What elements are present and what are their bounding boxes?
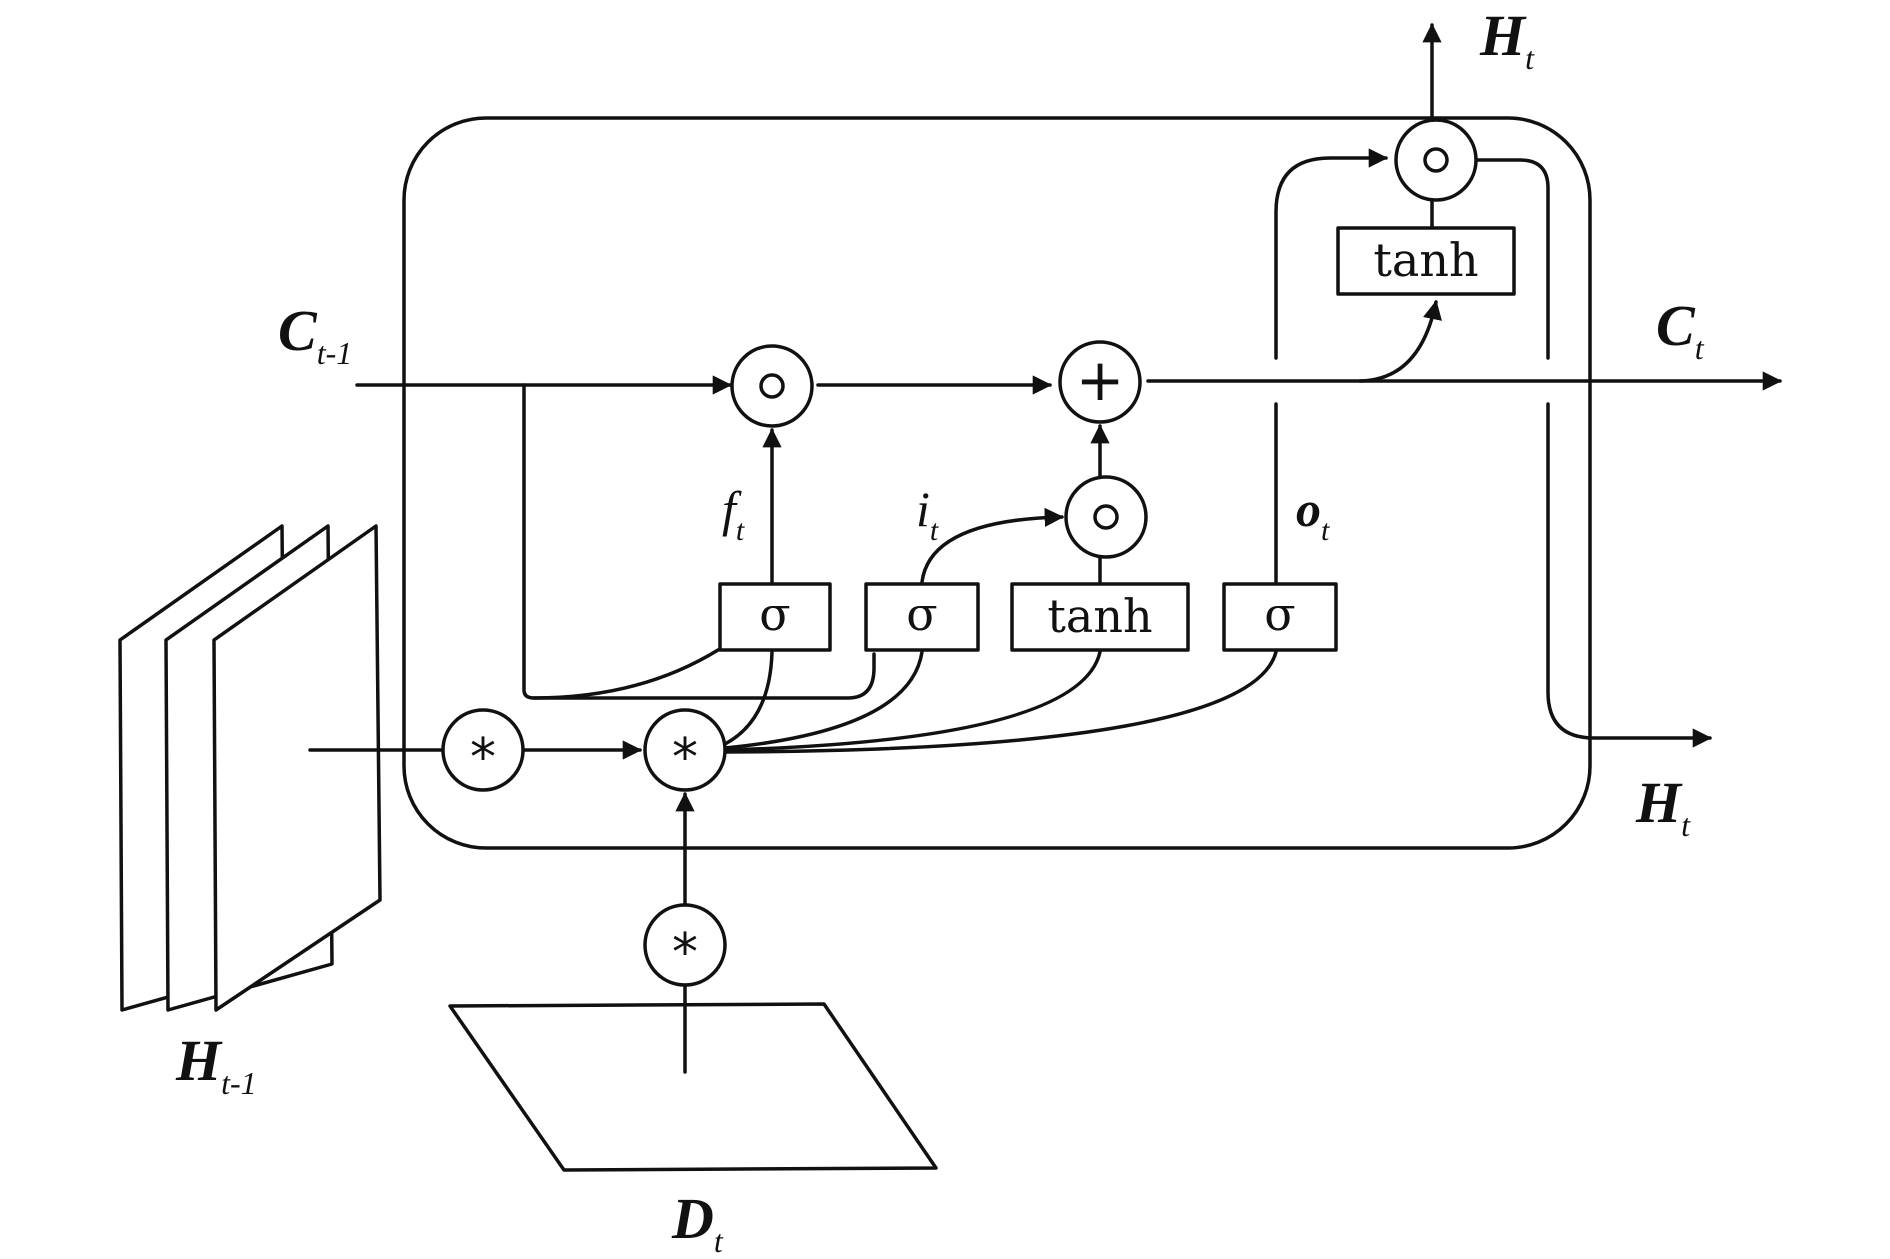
output-gate-line-upper	[1274, 148, 1388, 360]
forget-gate-box	[718, 582, 832, 652]
hidden-top-label: Ht	[1479, 3, 1535, 76]
hadamard-dot	[759, 373, 785, 399]
add-circle	[1058, 340, 1142, 424]
hidden-right-lower	[1546, 402, 1712, 748]
candidate-gate-box	[1010, 582, 1190, 652]
cell-prev-label: Ct-1	[278, 298, 352, 371]
add-symbol: +	[1076, 346, 1125, 414]
data-label: Dt	[671, 1186, 724, 1259]
input-gate-box	[864, 582, 980, 652]
input-signal-label: it	[916, 481, 939, 547]
conv-to-output	[723, 650, 1278, 754]
output-signal-label: ot	[1296, 481, 1330, 547]
input-multiply-circle	[1064, 475, 1148, 559]
data-plane	[448, 1002, 938, 1172]
conv-to-forget	[723, 650, 774, 746]
hidden-prev-label: Ht-1	[175, 1028, 257, 1101]
hadamard-dot	[1093, 504, 1119, 530]
forget-multiply-circle	[730, 344, 814, 428]
conv-central-symbol: *	[672, 728, 698, 788]
forget-gate-label: σ	[759, 587, 790, 641]
peephole-line	[522, 383, 876, 700]
cell-output-tanh-box	[1336, 226, 1516, 296]
peephole-to-forget	[532, 648, 720, 700]
output-multiply-circle	[1394, 118, 1478, 202]
conv-central-circle	[643, 708, 727, 792]
conv-data-circle	[643, 903, 727, 987]
forget-signal-label: ft	[722, 481, 745, 547]
cell-to-tanh-arrow	[1358, 300, 1442, 383]
conv-data-symbol: *	[672, 923, 698, 983]
hidden-prev-plane-3	[212, 524, 382, 1012]
input-arrow	[920, 507, 1064, 584]
candidate-gate-label: tanh	[1047, 589, 1152, 643]
output-gate-label: σ	[1264, 587, 1295, 641]
conv-to-input	[723, 650, 924, 750]
conv-hidden-symbol: *	[470, 728, 496, 788]
hidden-right-label: Ht	[1635, 770, 1691, 843]
cell-out-label: Ct	[1656, 293, 1705, 366]
cell-output-tanh-label: tanh	[1373, 233, 1478, 287]
hadamard-dot	[1423, 147, 1449, 173]
input-gate-label: σ	[906, 587, 937, 641]
cell-container	[402, 116, 1592, 850]
conv-hidden-circle	[441, 708, 525, 792]
hidden-right-upper	[1472, 158, 1550, 360]
conv-to-candidate	[723, 650, 1102, 752]
output-gate-box	[1222, 582, 1338, 652]
